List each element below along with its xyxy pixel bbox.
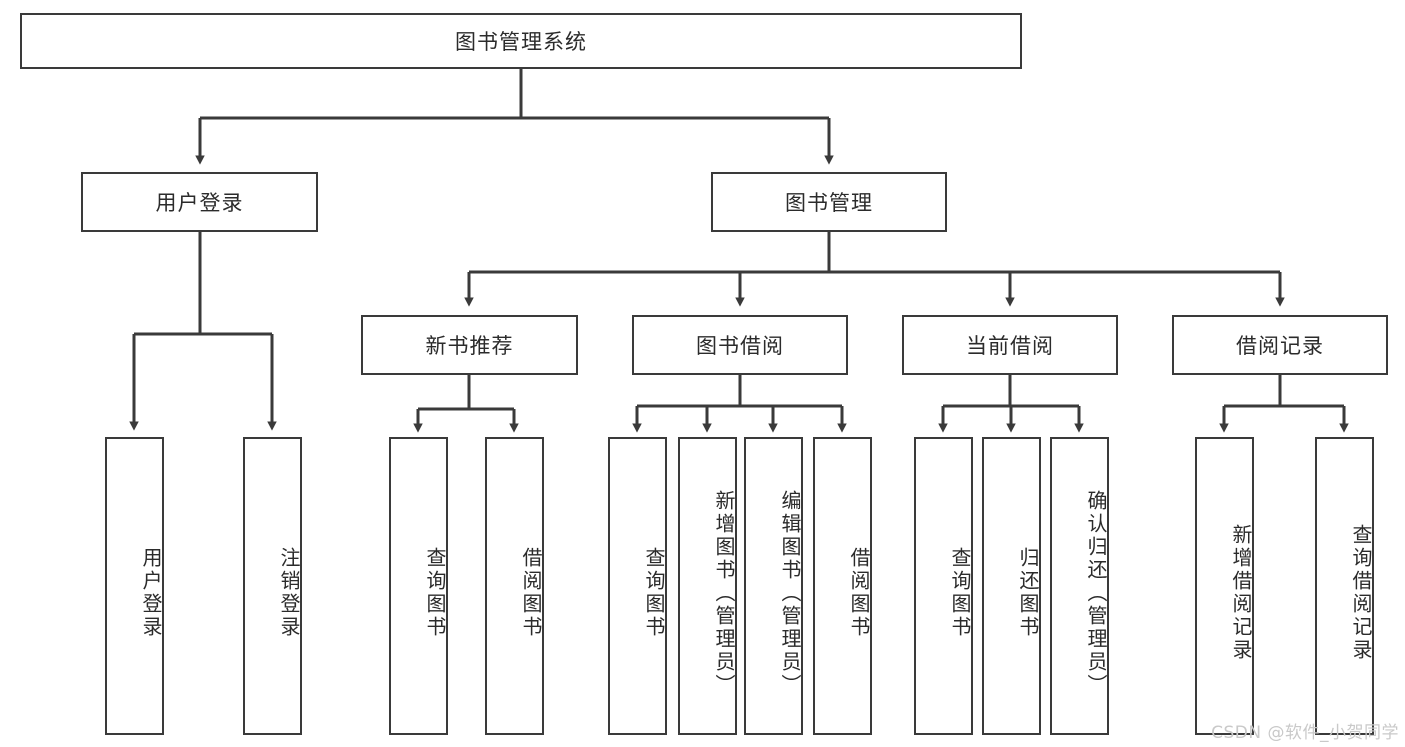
node-label: 用户登录 <box>139 547 163 639</box>
node-label: 查询图书 <box>423 547 447 639</box>
node-label: 借阅记录 <box>1236 334 1324 358</box>
leaf-recommend-query-book[interactable]: 查询图书 <box>389 437 448 735</box>
node-current-borrow[interactable]: 当前借阅 <box>902 315 1118 375</box>
node-root-system[interactable]: 图书管理系统 <box>20 13 1022 69</box>
node-label: 当前借阅 <box>966 334 1054 358</box>
leaf-borrow-add-book-admin[interactable]: 新增图书（管理员） <box>678 437 737 735</box>
node-label: 借阅图书 <box>519 547 543 639</box>
leaf-borrow-edit-book-admin[interactable]: 编辑图书（管理员） <box>744 437 803 735</box>
node-new-book-recommend[interactable]: 新书推荐 <box>361 315 578 375</box>
node-user-login[interactable]: 用户登录 <box>81 172 318 232</box>
node-label: 查询图书 <box>948 547 972 639</box>
node-label: 查询图书 <box>642 547 666 639</box>
node-label: 用户登录 <box>155 191 244 215</box>
node-label: 图书借阅 <box>696 334 784 358</box>
leaf-borrow-query-book[interactable]: 查询图书 <box>608 437 667 735</box>
node-label: 编辑图书（管理员） <box>778 489 802 697</box>
node-label: 新增借阅记录 <box>1229 524 1253 662</box>
node-label: 查询借阅记录 <box>1349 524 1373 662</box>
leaf-borrow-borrow-book[interactable]: 借阅图书 <box>813 437 872 735</box>
leaf-current-query-book[interactable]: 查询图书 <box>914 437 973 735</box>
leaf-current-confirm-return-admin[interactable]: 确认归还（管理员） <box>1050 437 1109 735</box>
leaf-recommend-borrow-book[interactable]: 借阅图书 <box>485 437 544 735</box>
node-label: 图书管理系统 <box>455 30 587 54</box>
node-label: 图书管理 <box>785 191 873 215</box>
node-label: 确认归还（管理员） <box>1084 489 1108 697</box>
node-label: 注销登录 <box>277 547 301 639</box>
leaf-user-login-login[interactable]: 用户登录 <box>105 437 164 735</box>
leaf-record-query-record[interactable]: 查询借阅记录 <box>1315 437 1374 735</box>
node-borrow-record[interactable]: 借阅记录 <box>1172 315 1388 375</box>
leaf-record-add-record[interactable]: 新增借阅记录 <box>1195 437 1254 735</box>
node-label: 新书推荐 <box>425 334 514 358</box>
node-label: 新增图书（管理员） <box>712 489 736 697</box>
node-label: 归还图书 <box>1016 547 1040 639</box>
leaf-user-login-logout[interactable]: 注销登录 <box>243 437 302 735</box>
node-book-management[interactable]: 图书管理 <box>711 172 947 232</box>
node-label: 借阅图书 <box>847 547 871 639</box>
leaf-current-return-book[interactable]: 归还图书 <box>982 437 1041 735</box>
node-book-borrow[interactable]: 图书借阅 <box>632 315 848 375</box>
